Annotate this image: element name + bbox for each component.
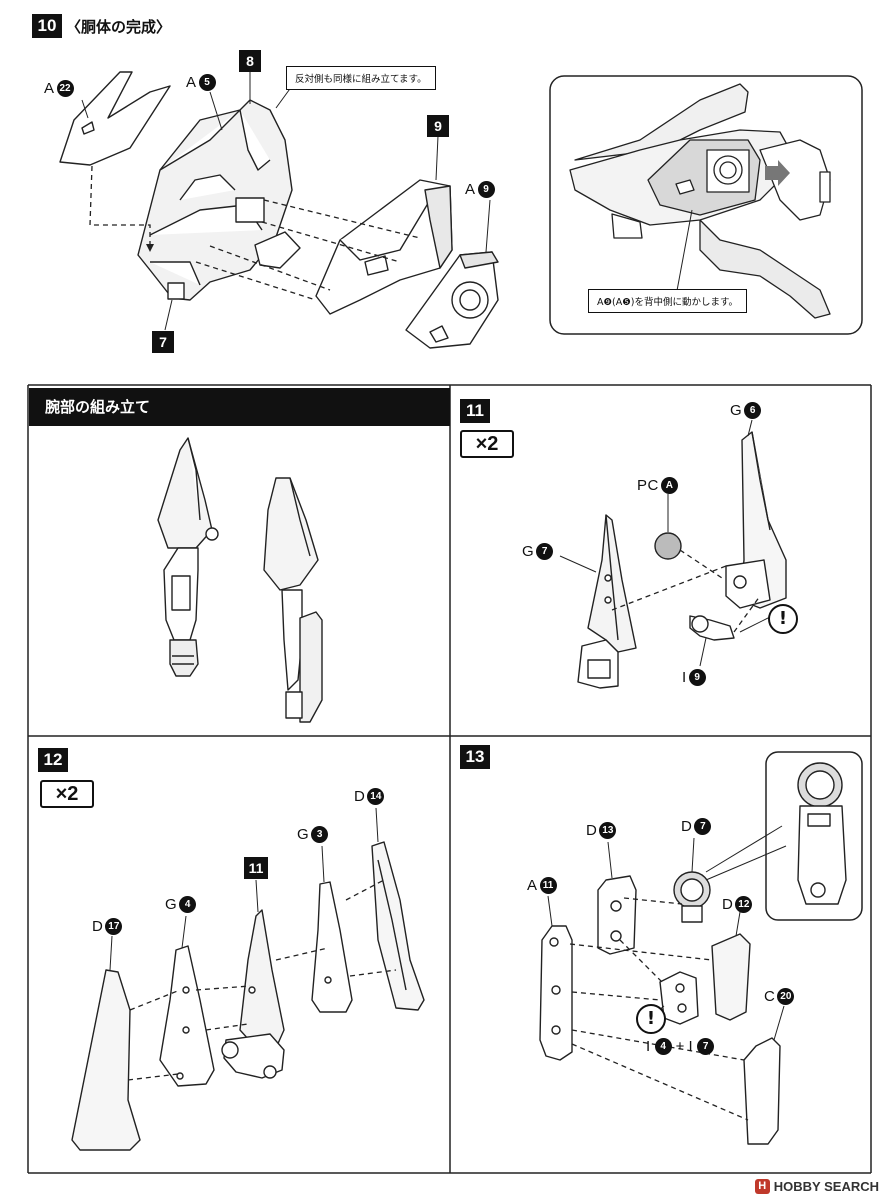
part-number-badge: 4: [179, 896, 197, 913]
part-label-g4: G 4: [165, 896, 197, 913]
step-12-number: 12: [38, 748, 68, 772]
ref-step-7: 7: [152, 331, 174, 353]
part-label-i4-i7: I 4 + I 7: [646, 1038, 715, 1055]
part-number-badge: 3: [311, 826, 329, 843]
arm-assembly-heading: 腕部の組み立て: [29, 388, 450, 426]
part-number-badge: 13: [599, 822, 617, 839]
inset-note-move-a9: A❾(A❺)を背中側に動かします。: [588, 289, 747, 313]
part-number-badge: 4: [654, 1038, 672, 1055]
part-label-a22: A 22: [44, 80, 74, 97]
caution-icon: !: [636, 1004, 666, 1034]
part-number-badge: 14: [367, 788, 385, 805]
plus-sign: +: [675, 1038, 685, 1055]
step-10-number: 10: [32, 14, 62, 38]
step-10-title: 〈胴体の完成〉: [66, 18, 172, 36]
part-number-badge: 12: [735, 896, 753, 913]
ref-step-8: 8: [239, 50, 261, 72]
part-number-badge: 7: [697, 1038, 715, 1055]
part-number-badge: 9: [688, 669, 706, 686]
part-number-badge: 7: [536, 543, 554, 560]
part-number-badge: 22: [56, 80, 74, 97]
part-label-a9: A 9: [465, 181, 495, 198]
part-label-pca: PC A: [637, 477, 678, 494]
part-number-badge: 20: [777, 988, 795, 1005]
part-number-badge: 17: [105, 918, 123, 935]
ref-step-9: 9: [427, 115, 449, 137]
step-13-number: 13: [460, 745, 490, 769]
step-11-quantity: ×2: [460, 430, 514, 458]
part-number-badge: 11: [539, 877, 557, 894]
step-11-number: 11: [460, 399, 490, 423]
hobby-search-logo: H HOBBY SEARCH: [754, 1179, 879, 1194]
part-number-badge: 7: [694, 818, 712, 835]
part-label-d17: D 17: [92, 918, 123, 935]
part-label-g6: G 6: [730, 402, 762, 419]
part-label-g7: G 7: [522, 543, 554, 560]
caution-icon: !: [768, 604, 798, 634]
part-number-badge: A: [660, 477, 678, 494]
step-12-quantity: ×2: [40, 780, 94, 808]
hobby-search-mark-icon: H: [754, 1179, 770, 1194]
part-label-g3: G 3: [297, 826, 329, 843]
part-number-badge: 9: [477, 181, 495, 198]
ref-step-11: 11: [244, 857, 268, 879]
part-number-badge: 5: [198, 74, 216, 91]
part-number-badge: 6: [744, 402, 762, 419]
part-label-a11: A 11: [527, 877, 557, 894]
part-label-a5: A 5: [186, 74, 216, 91]
hobby-search-brand: HOBBY SEARCH: [773, 1179, 879, 1194]
part-label-i9: I 9: [682, 669, 706, 686]
part-label-d14: D 14: [354, 788, 385, 805]
note-opposite-side: 反対側も同様に組み立てます。: [286, 66, 436, 90]
part-label-c20: C 20: [764, 988, 795, 1005]
part-label-d7: D 7: [681, 818, 712, 835]
part-label-d13: D 13: [586, 822, 617, 839]
part-label-d12: D 12: [722, 896, 753, 913]
